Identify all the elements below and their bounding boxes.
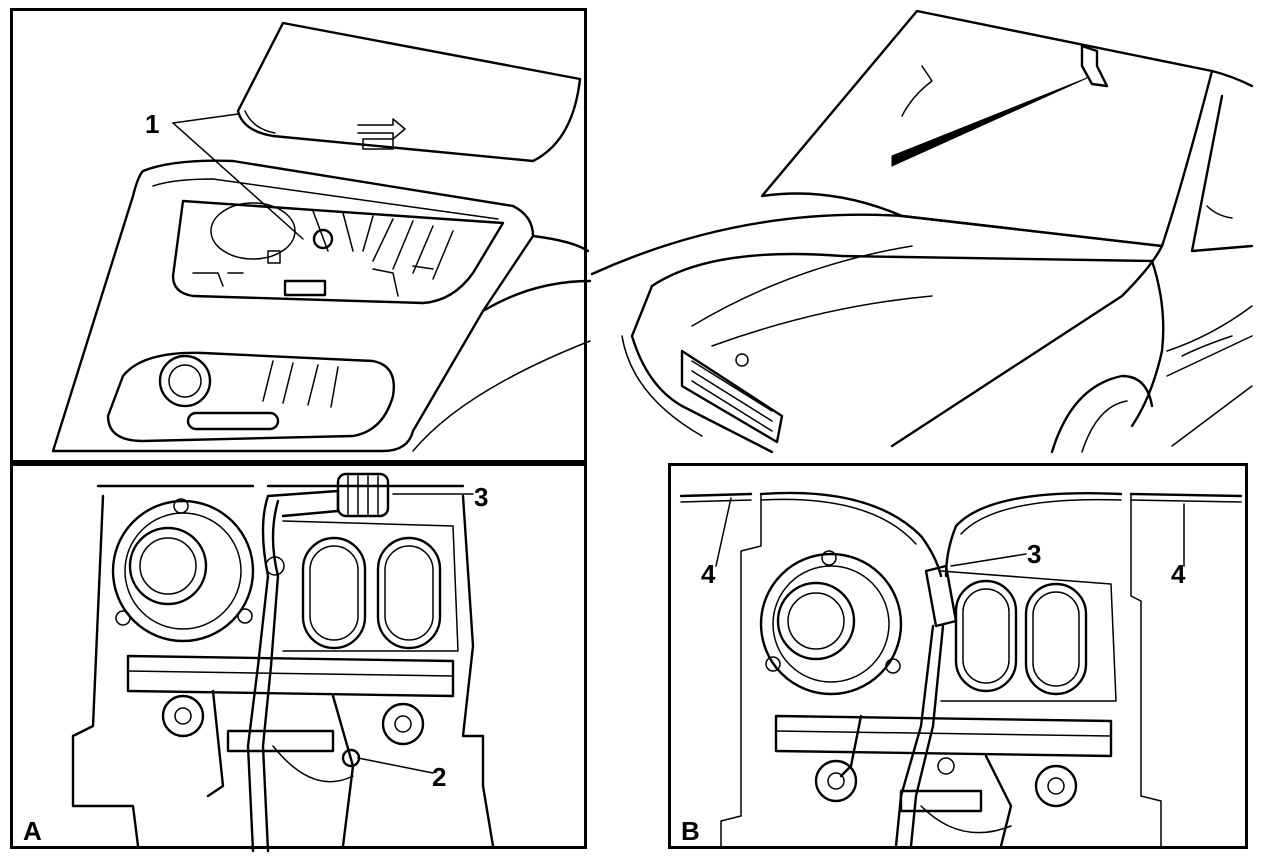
crossmember-b	[774, 714, 1113, 758]
upper-console	[171, 199, 505, 305]
callout-1-label: 1	[145, 109, 160, 139]
callout-4-right-label: 4	[1171, 559, 1186, 589]
wiring-drawing-b	[679, 491, 1243, 848]
callout-2-leader	[357, 757, 434, 774]
vent-left	[301, 536, 367, 650]
panel-a-wiring: 3 2 A	[10, 463, 587, 853]
wire-harness-b	[894, 624, 935, 848]
panel-b-label: B	[681, 816, 700, 846]
panel-overhead-console: 1	[10, 8, 592, 463]
callout-3b-label: 3	[1027, 539, 1042, 569]
grille	[680, 349, 784, 444]
bolt-right	[381, 702, 425, 746]
overhead-console-drawing	[51, 21, 592, 453]
callout-4-left-label: 4	[701, 559, 716, 589]
sun-visor	[236, 21, 582, 163]
panel-vehicle-front	[590, 6, 1254, 454]
lower-lens	[158, 354, 212, 408]
windshield	[760, 9, 1214, 248]
panel-a-label: A	[23, 816, 42, 846]
speaker	[111, 499, 255, 643]
bolt-right-b	[1034, 764, 1078, 808]
roof-cable-right	[944, 491, 1243, 578]
panel-b-wiring: 3 4 4 B	[668, 463, 1248, 849]
pointer-line	[891, 77, 1088, 167]
bulb	[312, 228, 334, 250]
bolt-left-b	[814, 759, 858, 803]
callout-4-left-leader	[715, 497, 732, 567]
map-light-lens	[210, 202, 296, 260]
hood	[590, 213, 1164, 448]
speaker-b	[759, 552, 903, 696]
connector-3-b	[924, 564, 958, 628]
vehicle-front-drawing	[590, 9, 1254, 454]
headliner	[51, 159, 535, 453]
rearview-mirror	[1080, 44, 1109, 88]
vent-left-b	[954, 579, 1018, 693]
wiring-drawing-a	[71, 472, 495, 853]
vent-right-b	[1024, 582, 1088, 696]
connector-3	[336, 472, 390, 518]
callout-2-label: 2	[432, 762, 447, 792]
bracket	[226, 729, 335, 753]
bolt-left	[161, 694, 205, 738]
callout-1-leader	[172, 122, 304, 240]
roof-cable-left	[679, 491, 943, 578]
wire-harness-a	[246, 494, 270, 853]
front-wheel-arch	[1050, 374, 1154, 454]
callout-3-label: 3	[474, 482, 489, 512]
crossmember	[126, 654, 455, 698]
vent-right	[376, 536, 442, 650]
callout-3b-leader	[950, 553, 1027, 567]
lower-console	[106, 351, 395, 443]
bracket-b	[899, 789, 983, 813]
